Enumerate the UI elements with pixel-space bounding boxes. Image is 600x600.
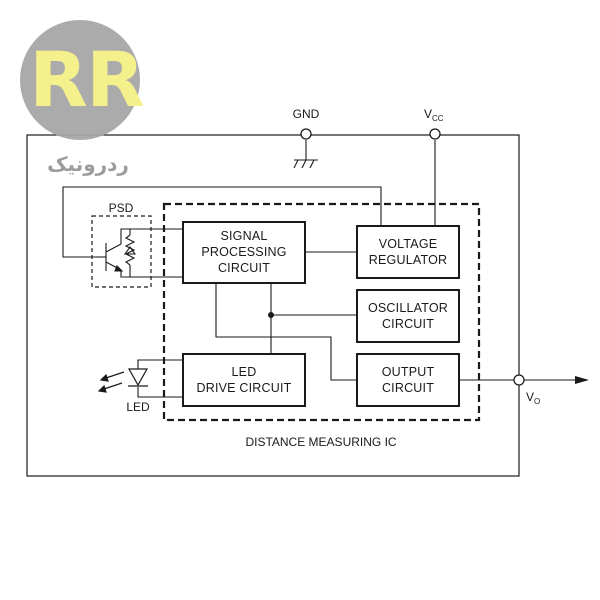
output-arrow-icon	[575, 376, 589, 384]
brand-logo: R R	[20, 20, 157, 140]
oscillator-block	[356, 289, 460, 343]
gnd-label: GND	[293, 107, 320, 121]
vcc-pin	[429, 128, 441, 140]
psd-label: PSD	[109, 201, 134, 215]
output-label-2: CIRCUIT	[382, 381, 434, 395]
junction-dot	[268, 312, 274, 318]
output-label-1: OUTPUT	[382, 365, 435, 379]
oscillator-label-2: CIRCUIT	[382, 317, 434, 331]
psd-boundary	[91, 215, 152, 288]
vcc-label: VCC	[424, 107, 444, 123]
wiring	[62, 140, 575, 398]
led-icon	[97, 368, 149, 393]
logo-mark: R R	[29, 35, 143, 124]
led-drive-block	[182, 353, 306, 407]
ground-icon	[293, 159, 318, 169]
ic-title: DISTANCE MEASURING IC	[245, 435, 396, 449]
psd-sensor-icon	[97, 228, 137, 278]
led-drive-label-2: DRIVE CIRCUIT	[197, 381, 292, 395]
voltage-regulator-label-2: REGULATOR	[369, 253, 447, 267]
module-outline	[26, 134, 520, 477]
oscillator-label-1: OSCILLATOR	[368, 301, 448, 315]
logo-circle	[20, 20, 140, 140]
signal-processing-block	[182, 221, 306, 284]
signal-processing-label-1: SIGNAL	[220, 229, 267, 243]
output-block	[356, 353, 460, 407]
voltage-regulator-label-1: VOLTAGE	[379, 237, 438, 251]
brand-text: ردرونیک	[47, 152, 129, 176]
led-drive-label-1: LED	[232, 365, 257, 379]
ic-boundary	[162, 202, 481, 422]
gnd-pin	[300, 128, 312, 140]
vo-label: VO	[526, 390, 540, 406]
signal-processing-label-3: CIRCUIT	[218, 261, 270, 275]
vo-pin	[513, 374, 525, 386]
led-label: LED	[126, 400, 150, 414]
voltage-regulator-block	[356, 225, 460, 279]
signal-processing-label-2: PROCESSING	[201, 245, 286, 259]
